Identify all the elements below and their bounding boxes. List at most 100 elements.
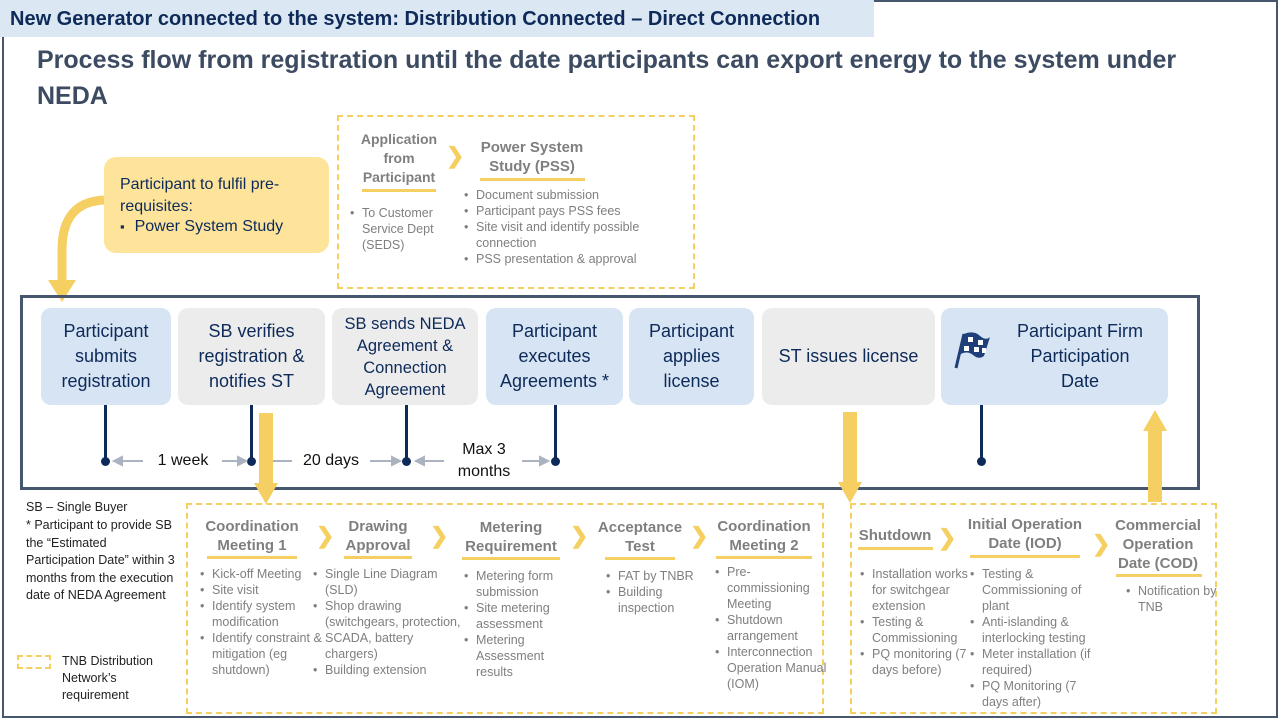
list-item: Interconnection Operation Manual (IOM) [715, 644, 833, 692]
list-item: Single Line Diagram (SLD) [313, 566, 465, 598]
cod-list: Notification by TNB [1124, 583, 1222, 615]
coordination-meeting-2-underline [716, 556, 812, 559]
milestone-dot [551, 457, 560, 466]
milestone-dot [402, 457, 411, 466]
list-item: Meter installation (if required) [970, 646, 1106, 678]
acceptance-test-list: FAT by TNBR Building inspection [604, 568, 706, 616]
list-item: Site metering assessment [464, 600, 576, 632]
square-bullet-icon: ▪ [120, 219, 125, 234]
list-item: Installation works for switchgear extens… [860, 566, 976, 614]
metering-requirement-list: Metering form submission Site metering a… [462, 568, 576, 680]
cod-title: Commercial Operation Date (COD) [1115, 517, 1201, 572]
milestone-dot [247, 457, 256, 466]
list-item: Kick-off Meeting [200, 566, 322, 582]
list-item: Site visit [200, 582, 322, 598]
coordination-meeting-1-list: Kick-off Meeting Site visit Identify sys… [198, 566, 322, 678]
list-item: Participant pays PSS fees [464, 203, 691, 219]
application-underline [362, 189, 436, 192]
step-firm-participation-date: Participant Firm Participation Date [941, 308, 1168, 405]
list-item: PSS presentation & approval [464, 251, 691, 267]
shutdown-underline [858, 547, 933, 550]
block-arrow-down-icon [838, 412, 862, 503]
coordination-meeting-2-title: Coordination Meeting 2 [717, 518, 811, 554]
shutdown-list: Installation works for switchgear extens… [858, 566, 976, 678]
legend-label: TNB Distribution Network’s requirement [62, 654, 153, 702]
chevron-right-icon: ❯ [938, 525, 957, 550]
block-arrow-up-icon [1143, 410, 1167, 502]
chevron-right-icon: ❯ [1092, 531, 1111, 556]
iod-list: Testing & Commissioning of plant Anti-is… [968, 566, 1106, 710]
pss-underline [480, 178, 585, 181]
milestone-dot [101, 457, 110, 466]
metering-requirement-title: Metering Requirement [465, 519, 557, 555]
step-sb-verifies: SB verifies registration & notifies ST [178, 308, 325, 405]
list-item: Anti-islanding & interlocking testing [970, 614, 1106, 646]
coordination-meeting-2-list: Pre-commissioning Meeting Shutdown arran… [713, 564, 833, 692]
coordination-meeting-1-underline [207, 556, 297, 559]
step-submit-registration: Participant submits registration [41, 308, 171, 405]
list-item: Pre-commissioning Meeting [715, 564, 833, 612]
application-title: Application from Participant [360, 131, 438, 185]
legend-dashed-swatch [17, 655, 51, 669]
sb-note: SB – Single Buyer [26, 500, 128, 514]
prereq-curved-arrow [48, 195, 105, 302]
step-firm-participation-label: Participant Firm Participation Date [1016, 321, 1144, 391]
milestone-stem [250, 405, 253, 460]
list-item: PQ Monitoring (7 days after) [970, 678, 1106, 710]
acceptance-test-title: Acceptance Test [597, 519, 683, 555]
step-applies-license: Participant applies license [629, 308, 754, 405]
cod-underline [1116, 574, 1202, 577]
checkered-flag-icon [954, 332, 990, 369]
pss-list: Document submission Participant pays PSS… [462, 187, 691, 267]
application-pss-dashed-box [337, 115, 695, 289]
chevron-right-icon: ❯ [690, 523, 709, 548]
list-item: PQ monitoring (7 days before) [860, 646, 976, 678]
prerequisites-item-label: Power System Study [134, 218, 284, 235]
iod-title: Initial Operation Date (IOD) [967, 516, 1083, 552]
prerequisites-box [104, 157, 329, 253]
asterisk-note: * Participant to provide SB the “Estimat… [26, 518, 175, 602]
milestone-stem [554, 405, 557, 460]
drawing-approval-title: Drawing Approval [345, 518, 411, 554]
step-sb-sends-neda: SB sends NEDA Agreement & Connection Agr… [332, 308, 478, 405]
prerequisites-item: ▪ Power System Study [120, 218, 283, 236]
pss-title: Power System Study (PSS) [480, 139, 584, 175]
list-item: To Customer Service Dept (SEDS) [350, 205, 462, 253]
page-title: New Generator connected to the system: D… [10, 8, 821, 30]
list-item: Metering Assessment results [464, 632, 576, 680]
list-item: Metering form submission [464, 568, 576, 600]
list-item: Identify system modification [200, 598, 322, 630]
main-process-frame [20, 295, 1200, 490]
title-bar [0, 0, 874, 37]
milestone-dot [977, 457, 986, 466]
iod-underline [970, 555, 1080, 558]
list-item: FAT by TNBR [606, 568, 706, 584]
page-subtitle: Process flow from registration until the… [37, 46, 1177, 110]
chevron-right-icon: ❯ [430, 523, 449, 548]
milestone-stem [405, 405, 408, 460]
list-item: Shutdown arrangement [715, 612, 833, 644]
coordination-meeting-1-title: Coordination Meeting 1 [205, 518, 299, 554]
list-item: Identify constraint & mitigation (eg shu… [200, 630, 322, 678]
duration-20-days: 20 days [302, 452, 360, 469]
list-item: Shop drawing (switchgears, protection, S… [313, 598, 465, 662]
milestone-stem [980, 405, 983, 460]
prerequisites-title: Participant to fulfil pre-requisites: [120, 176, 280, 215]
list-item: Document submission [464, 187, 691, 203]
application-list: To Customer Service Dept (SEDS) [348, 205, 462, 253]
list-item: Notification by TNB [1126, 583, 1222, 615]
block-arrow-down-icon [254, 413, 278, 504]
list-item: Building inspection [606, 584, 706, 616]
duration-max-3-months: Max 3 months [457, 441, 511, 480]
list-item: Testing & Commissioning of plant [970, 566, 1106, 614]
acceptance-test-underline [605, 557, 675, 560]
drawing-approval-list: Single Line Diagram (SLD) Shop drawing (… [311, 566, 465, 678]
chevron-right-icon: ❯ [570, 523, 589, 548]
step-executes-agreements: Participant executes Agreements * [486, 308, 623, 405]
list-item: Testing & Commissioning [860, 614, 976, 646]
step-st-issues-license: ST issues license [762, 308, 935, 405]
shutdown-title: Shutdown [858, 527, 932, 544]
list-item: Site visit and identify possible connect… [464, 219, 691, 251]
list-item: Building extension [313, 662, 465, 678]
duration-1-week: 1 week [157, 452, 209, 469]
